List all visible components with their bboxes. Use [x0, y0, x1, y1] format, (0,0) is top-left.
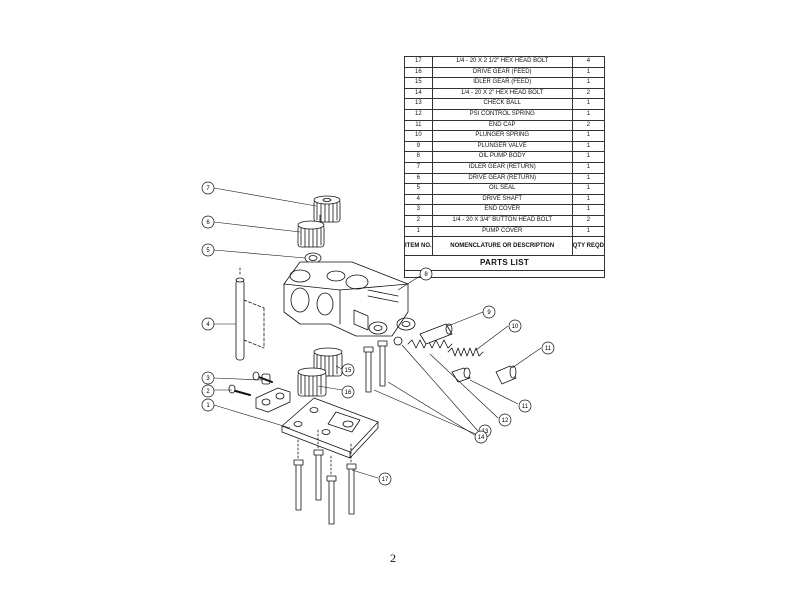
svg-text:3: 3	[206, 376, 210, 382]
callout-7: 7	[201, 181, 215, 195]
svg-text:14: 14	[478, 435, 485, 441]
part-4-drive-shaft	[235, 267, 265, 361]
part-14-hex-head-bolts	[363, 340, 388, 393]
callout-15: 15	[341, 363, 355, 377]
callouts: 7 6 5 4 8 9 10 11	[201, 181, 555, 486]
part-17-hex-head-bolts	[293, 429, 357, 525]
callout-14: 14	[474, 430, 488, 444]
part-1-pump-cover	[281, 397, 379, 459]
callout-1: 1	[201, 398, 215, 412]
callout-4: 4	[201, 317, 215, 331]
callout-11-upper: 11	[541, 341, 555, 355]
part-5-oil-seal	[304, 252, 322, 264]
callout-16: 16	[341, 385, 355, 399]
svg-text:11: 11	[522, 404, 529, 410]
part-12-psi-control-spring	[407, 339, 453, 349]
part-3-end-cover	[255, 373, 291, 413]
callout-12: 12	[498, 413, 512, 427]
part-2-button-head-bolts	[228, 371, 273, 396]
svg-text:13: 13	[482, 429, 489, 435]
svg-text:17: 17	[382, 477, 389, 483]
callout-17: 17	[378, 472, 392, 486]
callout-2: 2	[201, 384, 215, 398]
part-16-drive-gear-feed	[297, 367, 327, 397]
svg-text:9: 9	[487, 310, 491, 316]
parts-list-header: ITEM NO. NOMENCLATURE OR DESCRIPTION QTY…	[404, 236, 606, 257]
svg-text:4: 4	[206, 322, 210, 328]
part-7-idler-gear-return	[313, 195, 341, 223]
part-11-end-caps	[451, 365, 517, 385]
part-9-plunger-valve	[419, 323, 453, 345]
svg-text:2: 2	[206, 389, 210, 395]
svg-text:15: 15	[345, 368, 352, 374]
svg-text:16: 16	[345, 390, 352, 396]
svg-text:11: 11	[545, 346, 552, 352]
svg-text:6: 6	[206, 220, 210, 226]
callout-8: 8	[419, 267, 433, 281]
parts-list-footer	[404, 270, 605, 279]
svg-text:1: 1	[206, 403, 210, 409]
svg-text:12: 12	[502, 418, 509, 424]
part-13-check-ball	[393, 336, 403, 346]
callout-11-lower: 11	[518, 399, 532, 413]
callout-10: 10	[508, 319, 522, 333]
parts-list-footer-cell	[404, 270, 605, 279]
svg-text:8: 8	[424, 272, 428, 278]
parts-list-title-row: PARTS LIST	[404, 255, 605, 272]
callout-3: 3	[201, 371, 215, 385]
leader-lines	[213, 187, 542, 479]
part-6-drive-gear-return	[297, 214, 325, 248]
svg-text:5: 5	[206, 248, 210, 254]
part-8-oil-pump-body	[283, 261, 416, 337]
svg-text:10: 10	[512, 324, 519, 330]
part-10-plunger-spring	[447, 347, 484, 357]
callout-6: 6	[201, 215, 215, 229]
parts-list-title: PARTS LIST	[404, 255, 605, 272]
page-number: 2	[390, 551, 396, 565]
callout-9: 9	[482, 305, 496, 319]
svg-text:7: 7	[206, 186, 210, 192]
callout-5: 5	[201, 243, 215, 257]
